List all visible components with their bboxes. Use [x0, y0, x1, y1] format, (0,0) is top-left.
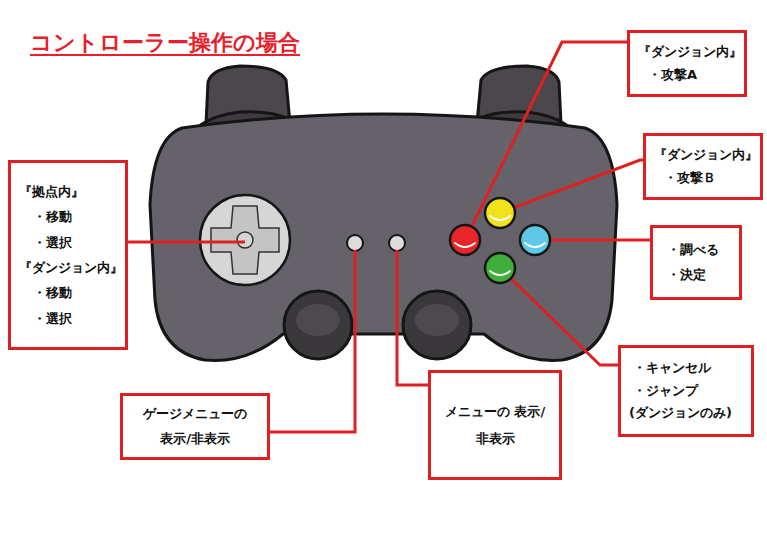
callout-box: メニューの 表示/非表示 — [428, 370, 562, 480]
controller-body — [150, 114, 617, 360]
callout-text: ゲージメニューの 表示/非表示 — [131, 402, 259, 451]
callout-text: 『ダンジョン内』 — [19, 255, 117, 280]
callout-text: ・攻撃A — [638, 64, 736, 86]
callout-text: ・キャンセル — [629, 357, 743, 380]
page-title: コントローラー操作の場合 — [30, 28, 300, 58]
callout-box: 『ダンジョン内』・攻撃A — [627, 30, 747, 97]
callout-text: ・移動 — [19, 280, 117, 305]
callout-text: ・調べる — [661, 238, 731, 263]
callout-box: ゲージメニューの 表示/非表示 — [120, 393, 270, 460]
callout-text: (ダンジョンのみ) — [629, 402, 743, 425]
d-pad — [200, 195, 290, 285]
yellow-button — [485, 198, 515, 228]
callout-text: 『ダンジョン内』 — [654, 144, 752, 166]
callout-text: 『拠点内』 — [19, 179, 117, 204]
callout-text: メニューの 表示/非表示 — [439, 398, 551, 453]
leader-line — [465, 42, 627, 240]
right-stick — [403, 291, 471, 359]
left-stick-top — [296, 304, 340, 336]
leader-line — [535, 239, 650, 242]
right-stick-top — [415, 304, 459, 336]
leader-line — [397, 250, 428, 385]
red-button — [450, 225, 480, 255]
callout-text: ・移動 — [19, 204, 117, 229]
callout-text: 『ダンジョン内』 — [638, 41, 736, 63]
menu-button — [389, 235, 405, 251]
green-button — [485, 253, 515, 283]
d-pad-center — [237, 232, 253, 248]
callout-text: ・選択 — [19, 230, 117, 255]
left-stick — [284, 291, 352, 359]
leader-lines — [112, 42, 650, 432]
leader-line — [270, 250, 355, 432]
cyan-button — [520, 225, 550, 255]
callout-text: ・決定 — [661, 263, 731, 288]
leader-line — [112, 241, 245, 244]
callout-box: 『拠点内』・移動・選択『ダンジョン内』・移動・選択 — [8, 160, 128, 350]
callout-text: ・攻撃Ｂ — [654, 167, 752, 189]
callout-box: 『ダンジョン内』・攻撃Ｂ — [643, 133, 763, 200]
callout-box: ・キャンセル・ジャンプ(ダンジョンのみ) — [618, 345, 754, 437]
button-highlight — [490, 271, 510, 275]
callout-text: ・選択 — [19, 306, 117, 331]
callout-box: ・調べる・決定 — [650, 225, 742, 300]
button-highlight — [455, 243, 475, 247]
callout-text: ・ジャンプ — [629, 380, 743, 403]
gauge-menu-button — [347, 235, 363, 251]
leader-line — [500, 268, 618, 365]
d-pad-cross — [211, 206, 279, 274]
leader-line — [500, 160, 648, 213]
button-highlight — [525, 243, 545, 247]
button-highlights — [455, 216, 545, 275]
button-highlight — [490, 216, 510, 220]
